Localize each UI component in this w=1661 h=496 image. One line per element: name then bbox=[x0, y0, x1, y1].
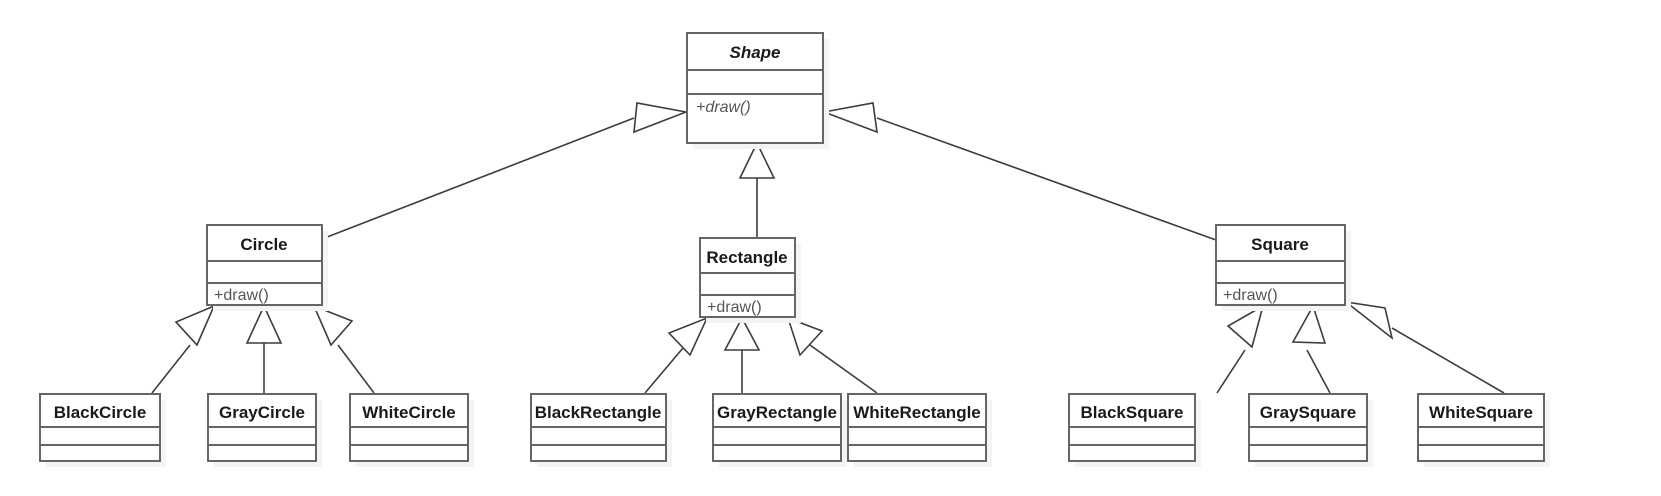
class-operation-circle-draw: +draw() bbox=[214, 287, 269, 304]
class-name-grayrectangle: GrayRectangle bbox=[717, 403, 837, 422]
class-name-whitesquare: WhiteSquare bbox=[1429, 403, 1533, 422]
class-name-rectangle: Rectangle bbox=[706, 248, 787, 267]
class-box-graysquare[interactable]: GraySquare bbox=[1248, 393, 1373, 467]
class-box-graycircle[interactable]: GrayCircle bbox=[207, 393, 322, 467]
class-box-rectangle[interactable]: Rectangle +draw() bbox=[699, 237, 801, 323]
edge-blacksquare-to-square bbox=[1216, 304, 1265, 394]
edge-graysquare-to-square bbox=[1291, 304, 1331, 394]
class-box-whiterectangle[interactable]: WhiteRectangle bbox=[847, 393, 992, 467]
edge-rectangle-to-shape bbox=[738, 141, 776, 238]
edge-blackcircle-to-circle bbox=[151, 304, 216, 394]
class-name-blackcircle: BlackCircle bbox=[54, 403, 147, 422]
class-box-blackrectangle[interactable]: BlackRectangle bbox=[530, 393, 672, 467]
edge-square-to-shape bbox=[821, 102, 1217, 241]
generalization-edges bbox=[151, 102, 1505, 394]
class-operation-square-draw: +draw() bbox=[1223, 287, 1278, 304]
class-name-circle: Circle bbox=[240, 235, 287, 254]
class-name-shape: Shape bbox=[729, 43, 780, 62]
class-box-blackcircle[interactable]: BlackCircle bbox=[39, 393, 166, 467]
class-box-circle[interactable]: Circle +draw() bbox=[206, 224, 328, 311]
class-name-whitecircle: WhiteCircle bbox=[362, 403, 456, 422]
edge-grayrectangle-to-rectangle bbox=[723, 316, 761, 393]
class-box-whitecircle[interactable]: WhiteCircle bbox=[349, 393, 474, 467]
class-name-square: Square bbox=[1251, 235, 1309, 254]
class-name-graysquare: GraySquare bbox=[1260, 403, 1356, 422]
edge-circle-to-shape bbox=[321, 102, 689, 240]
class-name-blacksquare: BlackSquare bbox=[1081, 403, 1184, 422]
class-box-shape[interactable]: Shape +draw() bbox=[686, 32, 829, 149]
class-box-grayrectangle[interactable]: GrayRectangle bbox=[712, 393, 847, 467]
edge-blackrectangle-to-rectangle bbox=[644, 316, 709, 394]
class-operation-rectangle-draw: +draw() bbox=[707, 299, 762, 316]
class-name-whiterectangle: WhiteRectangle bbox=[853, 403, 981, 422]
class-operation-shape-draw: +draw() bbox=[696, 99, 751, 116]
edge-whitecircle-to-circle bbox=[312, 304, 375, 394]
class-box-square[interactable]: Square +draw() bbox=[1215, 224, 1351, 311]
class-name-graycircle: GrayCircle bbox=[219, 403, 305, 422]
edge-whiterectangle-to-rectangle bbox=[786, 316, 878, 394]
class-box-blacksquare[interactable]: BlackSquare bbox=[1068, 393, 1201, 467]
class-box-whitesquare[interactable]: WhiteSquare bbox=[1417, 393, 1550, 467]
edge-graycircle-to-circle bbox=[245, 304, 283, 393]
edge-whitesquare-to-square bbox=[1343, 300, 1505, 394]
class-name-blackrectangle: BlackRectangle bbox=[535, 403, 662, 422]
